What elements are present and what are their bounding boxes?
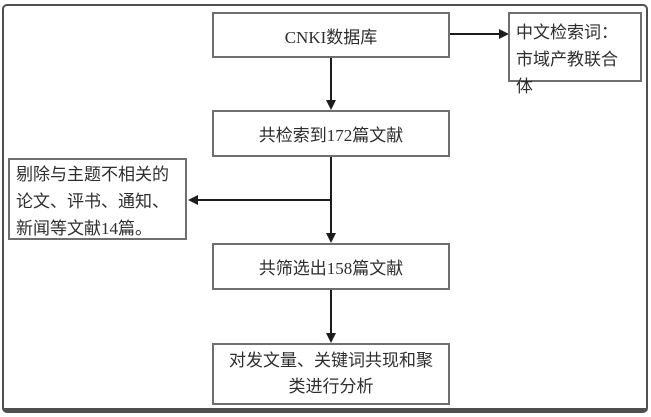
figure-border (2, 4, 648, 413)
box-search-terms: 中文检索词： 市域产教联合体 (508, 12, 642, 96)
box-retrieved-172: 共检索到172篇文献 (212, 110, 450, 157)
excluded-documents-line: 剔除与主题不相关的 (16, 165, 169, 184)
arrow-screened-to-analysis-line (330, 290, 332, 333)
box-cnki-database-label: CNKI数据库 (284, 27, 378, 47)
excluded-documents-line: 新闻等文献14篇。 (16, 219, 152, 238)
box-retrieved-172-label: 共检索到172篇文献 (258, 126, 404, 145)
box-screened-158: 共筛选出158篇文献 (212, 243, 450, 290)
box-excluded-documents: 剔除与主题不相关的 论文、评书、通知、 新闻等文献14篇。 (8, 158, 187, 240)
arrow-cnki-to-search-terms-line (450, 33, 499, 35)
box-analysis-line: 对发文量、关键词共现和聚 (229, 351, 433, 370)
arrow-down-icon (326, 333, 336, 343)
search-terms-line: 中文检索词： (516, 23, 618, 42)
box-cnki-database: CNKI数据库 (212, 12, 450, 58)
arrow-right-icon (499, 29, 509, 39)
box-analysis: 对发文量、关键词共现和聚 类进行分析 (212, 343, 450, 405)
box-analysis-line: 类进行分析 (288, 377, 374, 396)
excluded-documents-line: 论文、评书、通知、 (16, 192, 169, 211)
arrow-down-icon (326, 233, 336, 243)
arrow-retrieved-to-screened-line (330, 157, 332, 233)
box-screened-158-label: 共筛选出158篇文献 (258, 259, 404, 278)
search-terms-line: 市域产教联合体 (516, 50, 618, 96)
arrow-left-icon (188, 195, 198, 205)
arrow-junction-to-excluded-line (197, 199, 332, 201)
arrow-down-icon (326, 100, 336, 110)
arrow-cnki-to-retrieved-line (330, 58, 332, 100)
